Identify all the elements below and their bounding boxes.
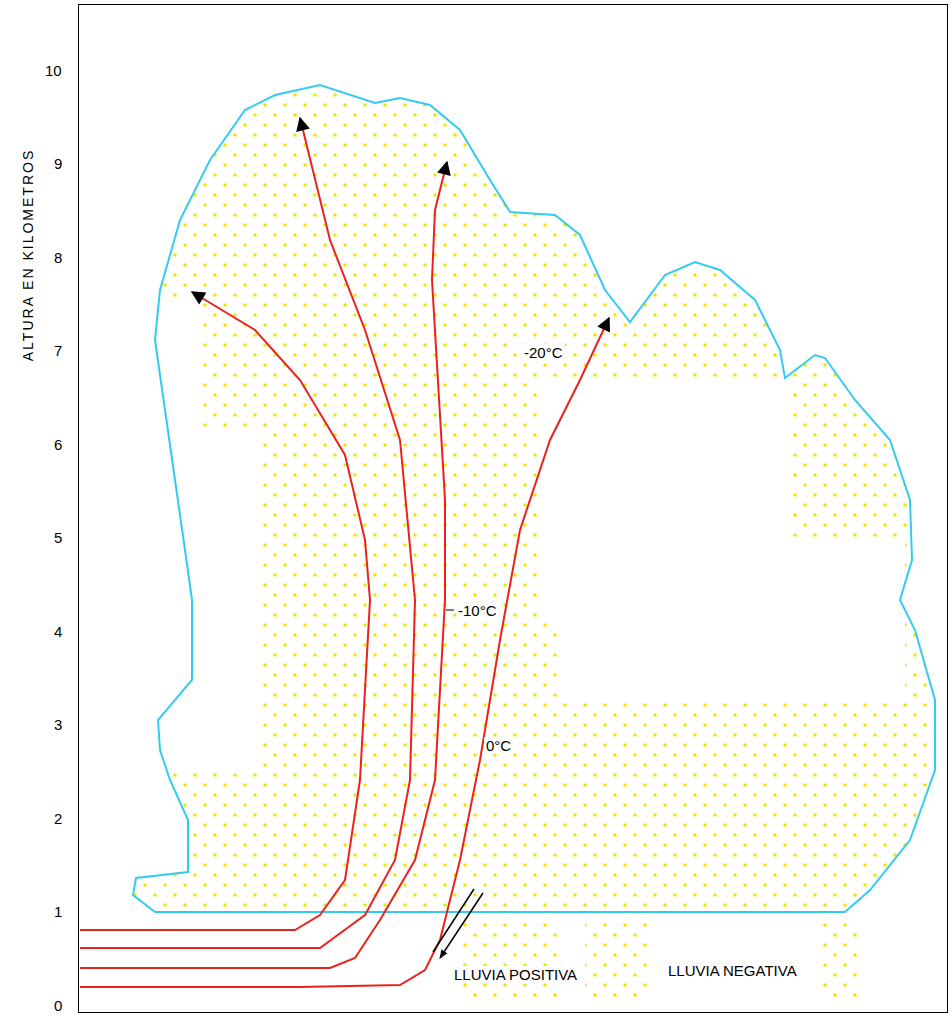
temperature-label: 0°C [484, 737, 513, 754]
axis-tick-value: 1 [54, 904, 62, 919]
label-tick [446, 610, 454, 611]
cloud-dots [120, 60, 950, 920]
airflow-lines [80, 118, 609, 987]
axis-tick-value: 3 [54, 717, 62, 732]
rain-dots [462, 918, 863, 1000]
axis-tick-value: 2 [54, 811, 62, 826]
axis-title: ALTURA EN KILOMETROS [21, 149, 35, 361]
rain-label: LLUVIA POSITIVA [452, 966, 579, 983]
axis-tick-value: 10 [45, 63, 62, 78]
axis-tick-value: 5 [54, 530, 62, 545]
temperature-label: -10°C [456, 602, 499, 619]
cloud-outline [133, 85, 935, 912]
axis-tick-value: 9 [54, 156, 62, 171]
temperature-label: -20°C [522, 344, 565, 361]
rain-label: LLUVIA NEGATIVA [666, 962, 799, 979]
axis-tick-value: 6 [54, 437, 62, 452]
rain-arrow [433, 889, 483, 958]
axis-tick-value: 8 [54, 250, 62, 265]
axis-tick-value: 4 [54, 624, 62, 639]
axis-tick-value: 7 [54, 343, 62, 358]
axis-tick-value: 0 [54, 998, 62, 1013]
